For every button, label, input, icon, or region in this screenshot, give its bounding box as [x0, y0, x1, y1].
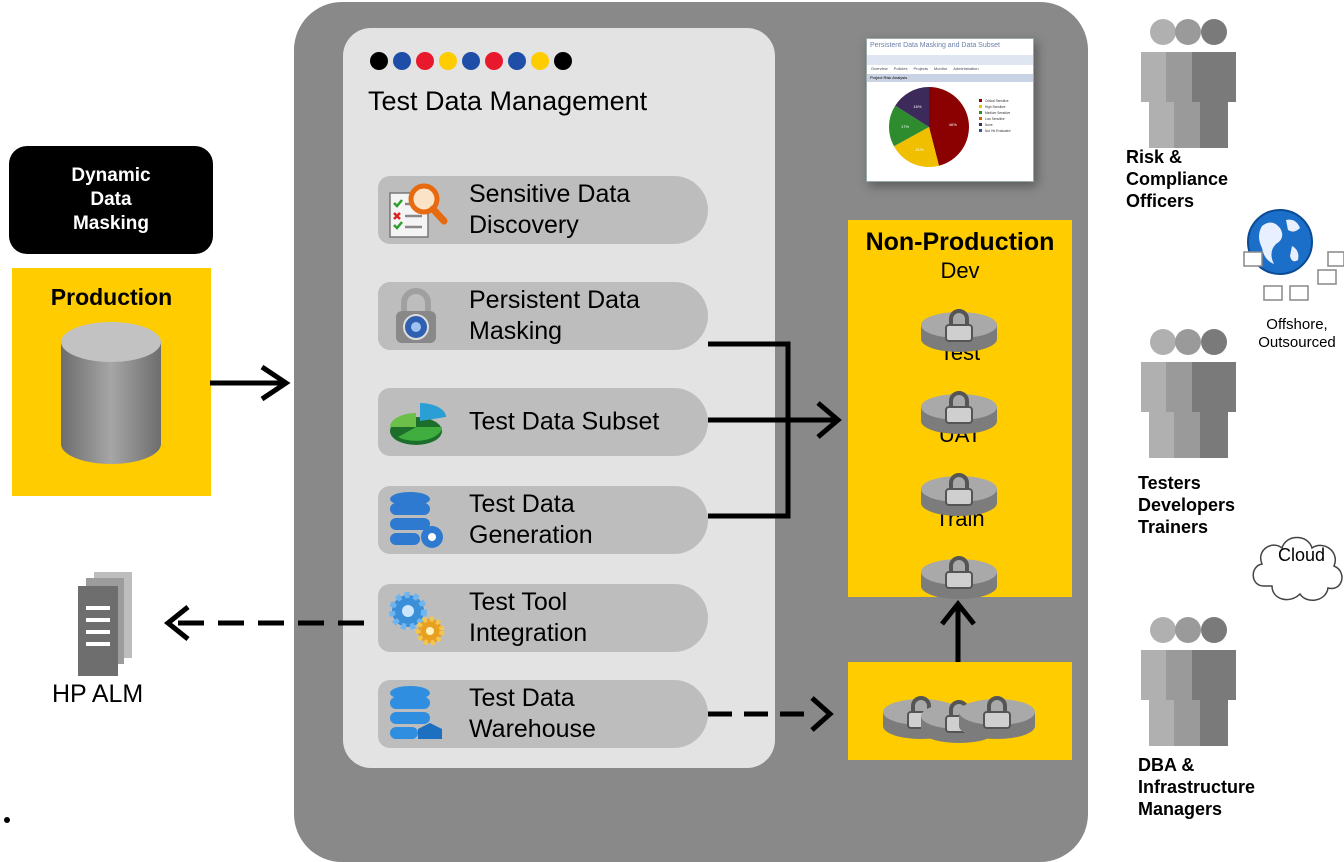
pie-slice — [929, 87, 969, 166]
arrowhead-up — [940, 599, 976, 626]
screenshot-section: Project Risk Analysis — [867, 74, 1033, 82]
arrowhead-hp-alm — [163, 605, 190, 641]
locked-disk-icon — [921, 556, 997, 599]
legend-swatch — [979, 99, 982, 102]
feature-label: Sensitive Data Discovery — [469, 180, 631, 239]
brand-dot — [393, 52, 411, 70]
pie-slice — [893, 127, 939, 167]
brand-dot — [508, 52, 526, 70]
arrowhead-warehouse — [810, 696, 834, 732]
screenshot-tab: Projects — [913, 66, 928, 71]
globe-network-icon — [1243, 209, 1344, 301]
group-dba-infrastructure: DBA & Infrastructure Managers — [1138, 755, 1256, 819]
person-icon — [1192, 329, 1236, 458]
feature-persistent-data-masking[interactable]: Persistent Data Masking — [378, 282, 708, 350]
locked-disk-icon — [959, 696, 1035, 739]
production-box: Production — [12, 268, 211, 496]
legend-label: None — [985, 123, 993, 127]
screenshot-tab: Administration — [953, 66, 979, 71]
feature-test-tool-integration[interactable]: Test Tool Integration — [378, 584, 708, 652]
product-screenshot: Persistent Data Masking and Data Subset … — [866, 38, 1034, 182]
feature-label: Test Data Generation — [469, 490, 593, 549]
locked-disk-icon — [921, 473, 997, 516]
person-icon — [1192, 19, 1236, 148]
gears-icon — [389, 592, 445, 646]
legend-swatch — [979, 129, 982, 132]
brand-dot — [485, 52, 503, 70]
database-gear-icon — [390, 492, 443, 548]
database-warehouse-icon — [390, 686, 442, 739]
page-mark — [4, 817, 10, 823]
production-label: Production — [50, 284, 173, 310]
screenshot-tabs: Overview Policies Projects Monitor Admin… — [871, 66, 979, 71]
tdm-title: Test Data Management — [368, 86, 648, 116]
env-dev-label: Dev — [940, 258, 980, 283]
padlock-icon — [396, 288, 436, 343]
bracket-connector — [708, 341, 791, 519]
feature-label: Test Tool Integration — [469, 588, 588, 647]
feature-label: Test Data Warehouse — [469, 684, 596, 743]
pie-slice-label: 17% — [901, 124, 909, 129]
feature-test-data-generation[interactable]: Test Data Generation — [378, 486, 708, 554]
cloud-label: Cloud — [1278, 545, 1325, 565]
locked-disk-icon — [921, 309, 997, 352]
feature-label: Persistent Data Masking — [469, 286, 640, 345]
legend-label: Medium Sensitive — [985, 111, 1010, 115]
server-document-icon — [78, 572, 132, 676]
production-database-icon — [61, 322, 161, 464]
pie-chart-icon — [390, 403, 446, 445]
brand-dot — [554, 52, 572, 70]
pie-slice — [889, 105, 929, 147]
brand-dot — [370, 52, 388, 70]
magnifier-checklist-icon — [389, 183, 448, 238]
screenshot-tab: Policies — [893, 66, 908, 71]
screenshot-header: Persistent Data Masking and Data Subset — [870, 42, 1000, 49]
dynamic-data-masking-box: Dynamic Data Masking — [9, 146, 213, 254]
legend-swatch — [979, 123, 982, 126]
brand-dot — [416, 52, 434, 70]
legend-swatch — [979, 117, 982, 120]
legend-swatch — [979, 105, 982, 108]
locked-disk-icons — [883, 309, 1035, 743]
arrowhead-production — [260, 364, 291, 402]
brand-dot — [439, 52, 457, 70]
offshore-label: Offshore, Outsourced — [1258, 316, 1336, 351]
pie-slice-label: 46% — [949, 122, 957, 127]
legend-label: Critical Sensitive — [985, 99, 1009, 103]
locked-disk-icon — [921, 391, 997, 434]
feature-label: Test Data Subset — [469, 407, 660, 436]
brand-dot — [531, 52, 549, 70]
hp-alm-label: HP ALM — [52, 680, 144, 708]
cloud-icon — [1252, 536, 1343, 601]
brand-dots — [370, 52, 572, 70]
feature-test-data-warehouse[interactable]: Test Data Warehouse — [378, 680, 708, 748]
brand-dot — [462, 52, 480, 70]
legend-label: High Sensitive — [985, 105, 1006, 109]
person-icon — [1192, 617, 1236, 746]
people-icons — [1141, 19, 1236, 746]
screenshot-toolbar — [867, 55, 1033, 65]
pie-slice-label: 16% — [913, 104, 921, 109]
pie-slice — [895, 87, 929, 127]
arrowhead-nonprod — [816, 401, 842, 439]
pie-slice-label: 21% — [915, 147, 923, 152]
diagram-connectors: Cloud — [4, 19, 1344, 823]
feature-sensitive-data-discovery[interactable]: Sensitive Data Discovery — [378, 176, 708, 244]
feature-test-data-subset[interactable]: Test Data Subset — [378, 388, 708, 456]
legend-swatch — [979, 111, 982, 114]
screenshot-tab: Monitor — [933, 66, 948, 71]
group-testers-developers: Testers Developers Trainers — [1138, 473, 1236, 537]
legend-label: Not Yet Evaluated — [985, 129, 1011, 133]
legend-label: Low Sensitive — [985, 117, 1005, 121]
non-production-title: Non-Production — [865, 228, 1055, 256]
screenshot-tab: Overview — [871, 66, 888, 71]
group-risk-compliance: Risk & Compliance Officers — [1126, 147, 1229, 211]
